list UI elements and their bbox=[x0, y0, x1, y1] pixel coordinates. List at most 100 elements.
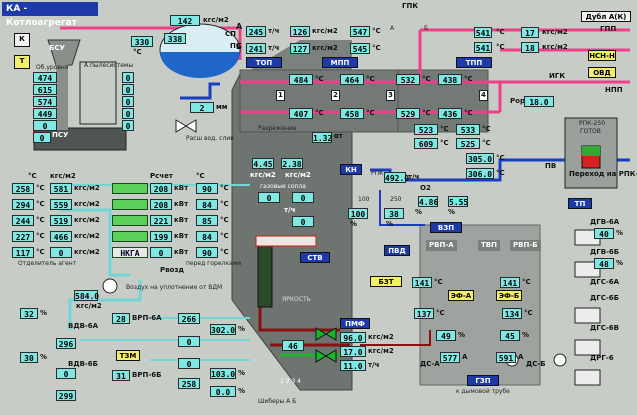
temp-unit: °С bbox=[440, 125, 449, 133]
gas-temp: 134 bbox=[502, 308, 522, 319]
efa-button[interactable]: ЭФ-А bbox=[448, 290, 474, 301]
unit-ab-button[interactable]: Дубл А(К) bbox=[581, 11, 631, 22]
air-temp-in: 227 bbox=[12, 231, 34, 242]
air-indicator bbox=[112, 215, 148, 226]
vzp-button[interactable]: ВЗП bbox=[430, 222, 462, 233]
temp-unit: °С bbox=[434, 278, 443, 286]
superheater-block bbox=[239, 69, 401, 133]
gas-temp: 141 bbox=[500, 277, 520, 288]
kgf-unit: кгс/м2 bbox=[74, 200, 100, 208]
mode-t-button[interactable]: Т bbox=[14, 55, 30, 69]
temp-unit: °С bbox=[372, 44, 381, 52]
npp-label: НПП bbox=[605, 86, 623, 94]
sh-temp: 532 bbox=[396, 74, 420, 85]
chimney-button[interactable]: ГЗП bbox=[467, 375, 499, 386]
ovd-button[interactable]: ОВД bbox=[588, 67, 616, 78]
kw-unit: кВт bbox=[174, 184, 189, 192]
drum-pressure-unit: кгс/м2 bbox=[203, 16, 229, 24]
tp-button[interactable]: ТП bbox=[568, 198, 592, 209]
dgv-6a: ДГВ-6А bbox=[590, 218, 620, 226]
gpp-pressure-2: 18 bbox=[521, 42, 539, 53]
sh-temp: 484 bbox=[289, 74, 313, 85]
ds-a-current: 577 bbox=[440, 352, 460, 363]
o2-a: 4.86 bbox=[418, 196, 439, 207]
nozzle-value: 0 bbox=[258, 192, 280, 203]
vdv-6b: ВДВ-6Б bbox=[68, 360, 99, 368]
sh-temp: 438 bbox=[438, 74, 462, 85]
mid-temp: 523 bbox=[414, 124, 438, 135]
pv-label: ПВ bbox=[545, 162, 557, 170]
air-press: 519 bbox=[50, 215, 72, 226]
vac-unit-left: кгс/м2 bbox=[250, 171, 276, 179]
temp-unit: °С bbox=[366, 75, 375, 83]
rpk-label: РПК bbox=[371, 170, 384, 177]
kgf-unit: кгс/м2 bbox=[74, 184, 100, 192]
air-temp-in: 294 bbox=[12, 199, 34, 210]
air-seal-label: Воздух на уплотнение от ВДМ bbox=[126, 284, 223, 291]
mode-k-button[interactable]: К bbox=[14, 33, 30, 47]
kgf-unit: кгс/м2 bbox=[74, 232, 100, 240]
temp-unit: °С bbox=[522, 278, 531, 286]
air-temp-in: 244 bbox=[12, 215, 34, 226]
efb-button[interactable]: ЭФ-Б bbox=[496, 290, 522, 301]
air-press: 581 bbox=[50, 183, 72, 194]
temp-unit: °С bbox=[482, 125, 491, 133]
nsh-button[interactable]: НСН-Н bbox=[588, 50, 616, 61]
rvp-value: 0.0 bbox=[210, 386, 236, 397]
vrp-value: 266 bbox=[178, 313, 200, 324]
temp-unit: °С bbox=[220, 216, 229, 224]
valve-b-label: Б bbox=[424, 25, 429, 32]
temp-unit: °С bbox=[422, 109, 431, 117]
ds-a-value: 49 bbox=[436, 330, 456, 341]
press-a: 126 bbox=[290, 26, 310, 37]
feed-valve-a: 100 bbox=[348, 208, 368, 219]
temp-unit: °С bbox=[366, 109, 375, 117]
pmf-button[interactable]: ПМФ bbox=[340, 318, 370, 329]
temp-unit: °С bbox=[220, 200, 229, 208]
stage-2: 2 bbox=[331, 90, 340, 101]
bzt-button[interactable]: БЗТ bbox=[370, 276, 402, 287]
gpp-pressure: 17 bbox=[521, 27, 539, 38]
drum-temp: 330 bbox=[131, 36, 153, 47]
feed-valve-b: 38 bbox=[384, 208, 404, 219]
gpp-temp: 541 bbox=[474, 27, 492, 38]
sh-temp: 529 bbox=[396, 108, 420, 119]
temp-a: 547 bbox=[350, 26, 370, 37]
temp-unit: °С bbox=[496, 43, 505, 51]
top-button[interactable]: ТОП bbox=[246, 57, 282, 68]
mpp-button[interactable]: МПП bbox=[322, 57, 358, 68]
press-b: 127 bbox=[290, 43, 310, 54]
kw-unit: кВт bbox=[174, 248, 189, 256]
air-temp-out: 85 bbox=[196, 215, 218, 226]
kn-button[interactable]: КН bbox=[340, 164, 362, 175]
burner-value: 0 bbox=[122, 72, 134, 83]
dgv-6a-value: 40 bbox=[594, 228, 614, 239]
ps-label: ПС bbox=[230, 42, 241, 50]
temp-unit: °С bbox=[496, 169, 505, 177]
air-power: 0 bbox=[150, 247, 172, 258]
rpk-transfer: Переход на РПК-250 bbox=[569, 170, 637, 178]
pct-unit: % bbox=[522, 331, 530, 339]
flow-b: 241 bbox=[246, 43, 266, 54]
dgv-6b-value: 48 bbox=[594, 258, 614, 269]
pct-unit: % bbox=[415, 208, 423, 216]
temp-unit: °С bbox=[220, 248, 229, 256]
nozzle-value: 0 bbox=[292, 192, 314, 203]
vac-unit-right: кгс/м2 bbox=[285, 171, 311, 179]
temp-unit: °С bbox=[464, 109, 473, 117]
air-temp-out: 90 bbox=[196, 183, 218, 194]
sh-temp: 436 bbox=[438, 108, 462, 119]
stv-button[interactable]: СТВ bbox=[300, 252, 330, 263]
air-indicator bbox=[112, 199, 148, 210]
mill-value: 0 bbox=[33, 120, 57, 131]
mid-temp: 306.0 bbox=[466, 168, 494, 179]
rvp-value: 103.0 bbox=[210, 368, 236, 379]
before-burners-label: перед горелками bbox=[186, 260, 242, 267]
tzm-button[interactable]: ТЗМ bbox=[116, 350, 140, 361]
pvd-button[interactable]: ПВД bbox=[384, 245, 410, 256]
mid-temp: 305.0 bbox=[466, 153, 494, 164]
tpp-button[interactable]: ТПП bbox=[456, 57, 492, 68]
air-press: 559 bbox=[50, 199, 72, 210]
o2-label: O2 bbox=[420, 184, 431, 192]
